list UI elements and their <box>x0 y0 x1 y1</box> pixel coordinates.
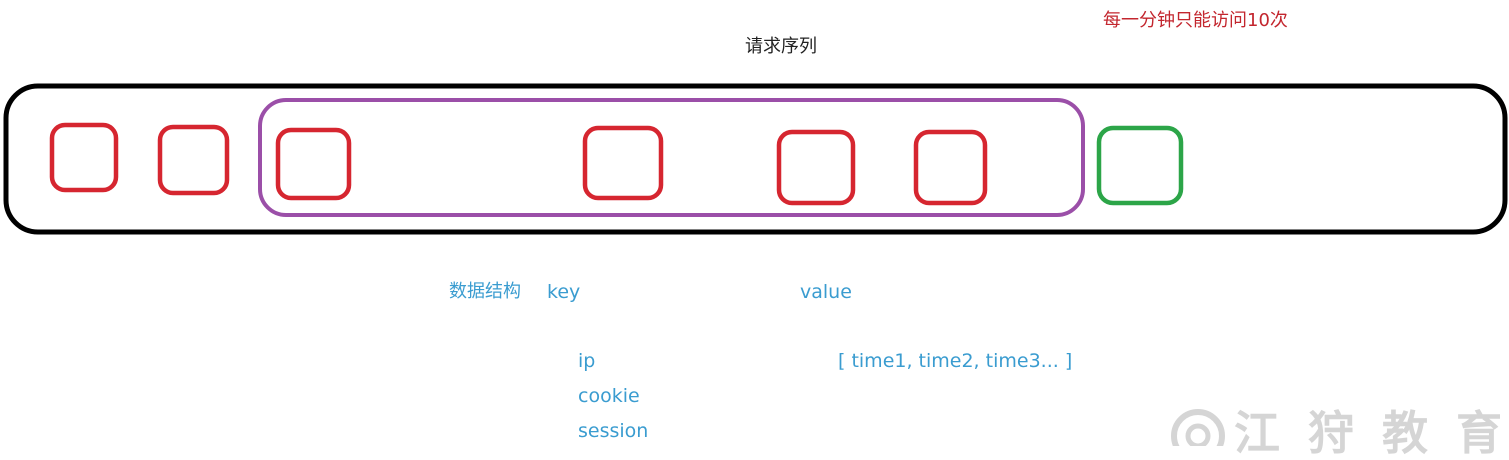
request-box-5 <box>776 129 856 206</box>
request-box-3 <box>275 127 352 201</box>
value-header: value <box>800 281 852 303</box>
diagram-title: 请求序列 <box>745 36 817 57</box>
request-sequence-bar <box>3 83 1508 235</box>
request-box-2 <box>157 124 230 196</box>
value-example: [ time1, time2, time3... ] <box>838 350 1073 372</box>
data-structure-label: 数据结构 <box>449 281 521 302</box>
request-box-1 <box>49 122 119 193</box>
watermark-text: 江 狩 教 育 <box>1234 406 1509 460</box>
request-sequence-diagram <box>3 83 1508 446</box>
request-box-6 <box>913 129 988 206</box>
key-item-cookie: cookie <box>578 385 640 407</box>
watermark-logo-icon <box>1171 409 1225 446</box>
key-header: key <box>547 281 581 303</box>
request-box-4 <box>582 125 664 201</box>
key-item-session: session <box>578 420 649 442</box>
key-item-ip: ip <box>578 350 596 372</box>
sliding-window <box>258 98 1085 217</box>
new-request-box <box>1096 125 1184 206</box>
rate-limit-note: 每一分钟只能访问10次 <box>1103 10 1288 31</box>
